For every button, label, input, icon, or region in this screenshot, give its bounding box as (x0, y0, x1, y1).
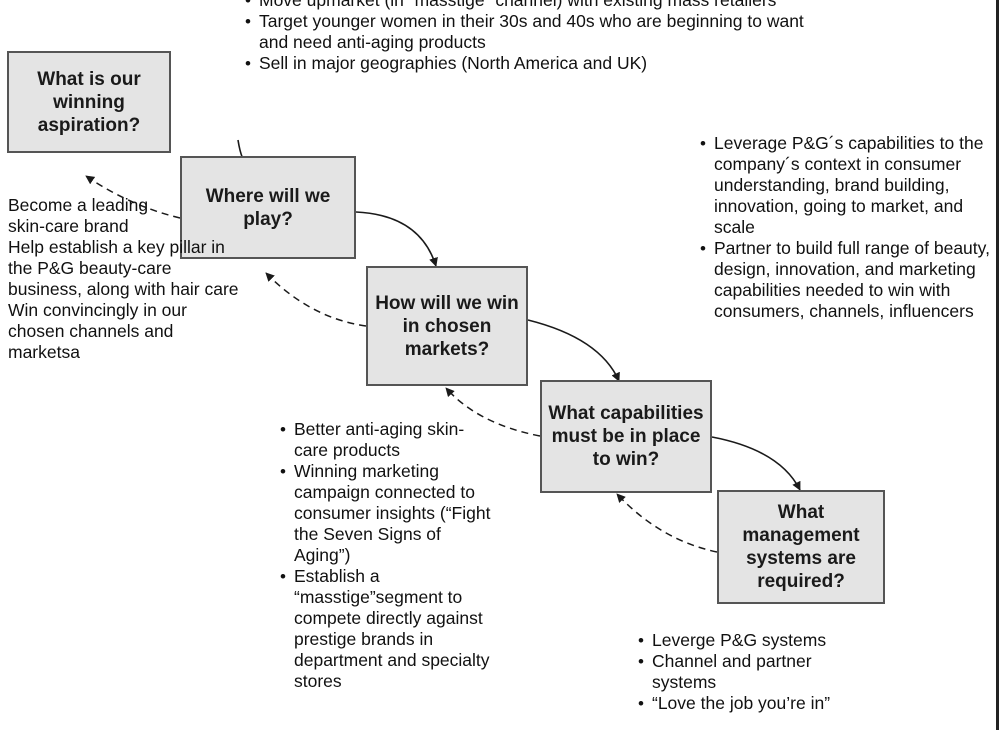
management-systems-box: What management systems are required? (717, 490, 885, 604)
arrow-play-to-win (355, 211, 438, 267)
capabilities-label: What capabilities must be in place to wi… (548, 403, 704, 470)
how-to-win-bullets: Better anti-aging skin-care products Win… (279, 419, 519, 692)
arrow-win-to-capabilities (527, 319, 620, 382)
arrow-win-to-play (265, 272, 367, 327)
list-item: Become a leading skin-care brand (0, 195, 248, 237)
list-item: Partner to build full range of beauty, d… (699, 238, 999, 322)
list-item: Help establish a key pillar in the P&G b… (0, 237, 248, 300)
page-edge-divider (996, 0, 999, 730)
winning-aspiration-box: What is our winning aspiration? (7, 51, 171, 153)
how-to-win-box: How will we win in chosen markets? (366, 266, 528, 386)
list-item: Target younger women in their 30s and 40… (244, 11, 804, 53)
where-to-play-bullets: Move upmarket (in “masstige” channel) wi… (244, 0, 804, 74)
list-item: Sell in major geographies (North America… (244, 53, 804, 74)
list-item: Move upmarket (in “masstige” channel) wi… (244, 0, 804, 11)
how-to-win-label: How will we win in chosen markets? (375, 292, 519, 360)
management-systems-bullets: Leverge P&G systems Channel and partner … (637, 630, 927, 714)
list-item: Establish a “masstige”segment to compete… (279, 566, 519, 692)
winning-aspiration-label: What is our winning aspiration? (37, 68, 141, 136)
list-item: “Love the job you’re in” (637, 693, 927, 714)
winning-aspiration-bullets: Become a leading skin-care brand Help es… (0, 195, 248, 363)
list-item: Leverge P&G systems (637, 630, 927, 651)
list-item: Win convincingly in our chosen channels … (0, 300, 248, 363)
management-systems-label: What management systems are required? (742, 502, 860, 592)
list-item: Leverage P&G´s capabilities to the compa… (699, 133, 999, 238)
arrow-capabilities-to-management (711, 436, 801, 491)
list-item: Better anti-aging skin-care products (279, 419, 519, 461)
capabilities-bullets: Leverage P&G´s capabilities to the compa… (699, 133, 999, 322)
list-item: Winning marketing campaign connected to … (279, 461, 519, 566)
capabilities-box: What capabilities must be in place to wi… (540, 380, 712, 493)
arrow-management-to-capabilities (616, 493, 718, 553)
list-item: Channel and partner systems (637, 651, 927, 693)
